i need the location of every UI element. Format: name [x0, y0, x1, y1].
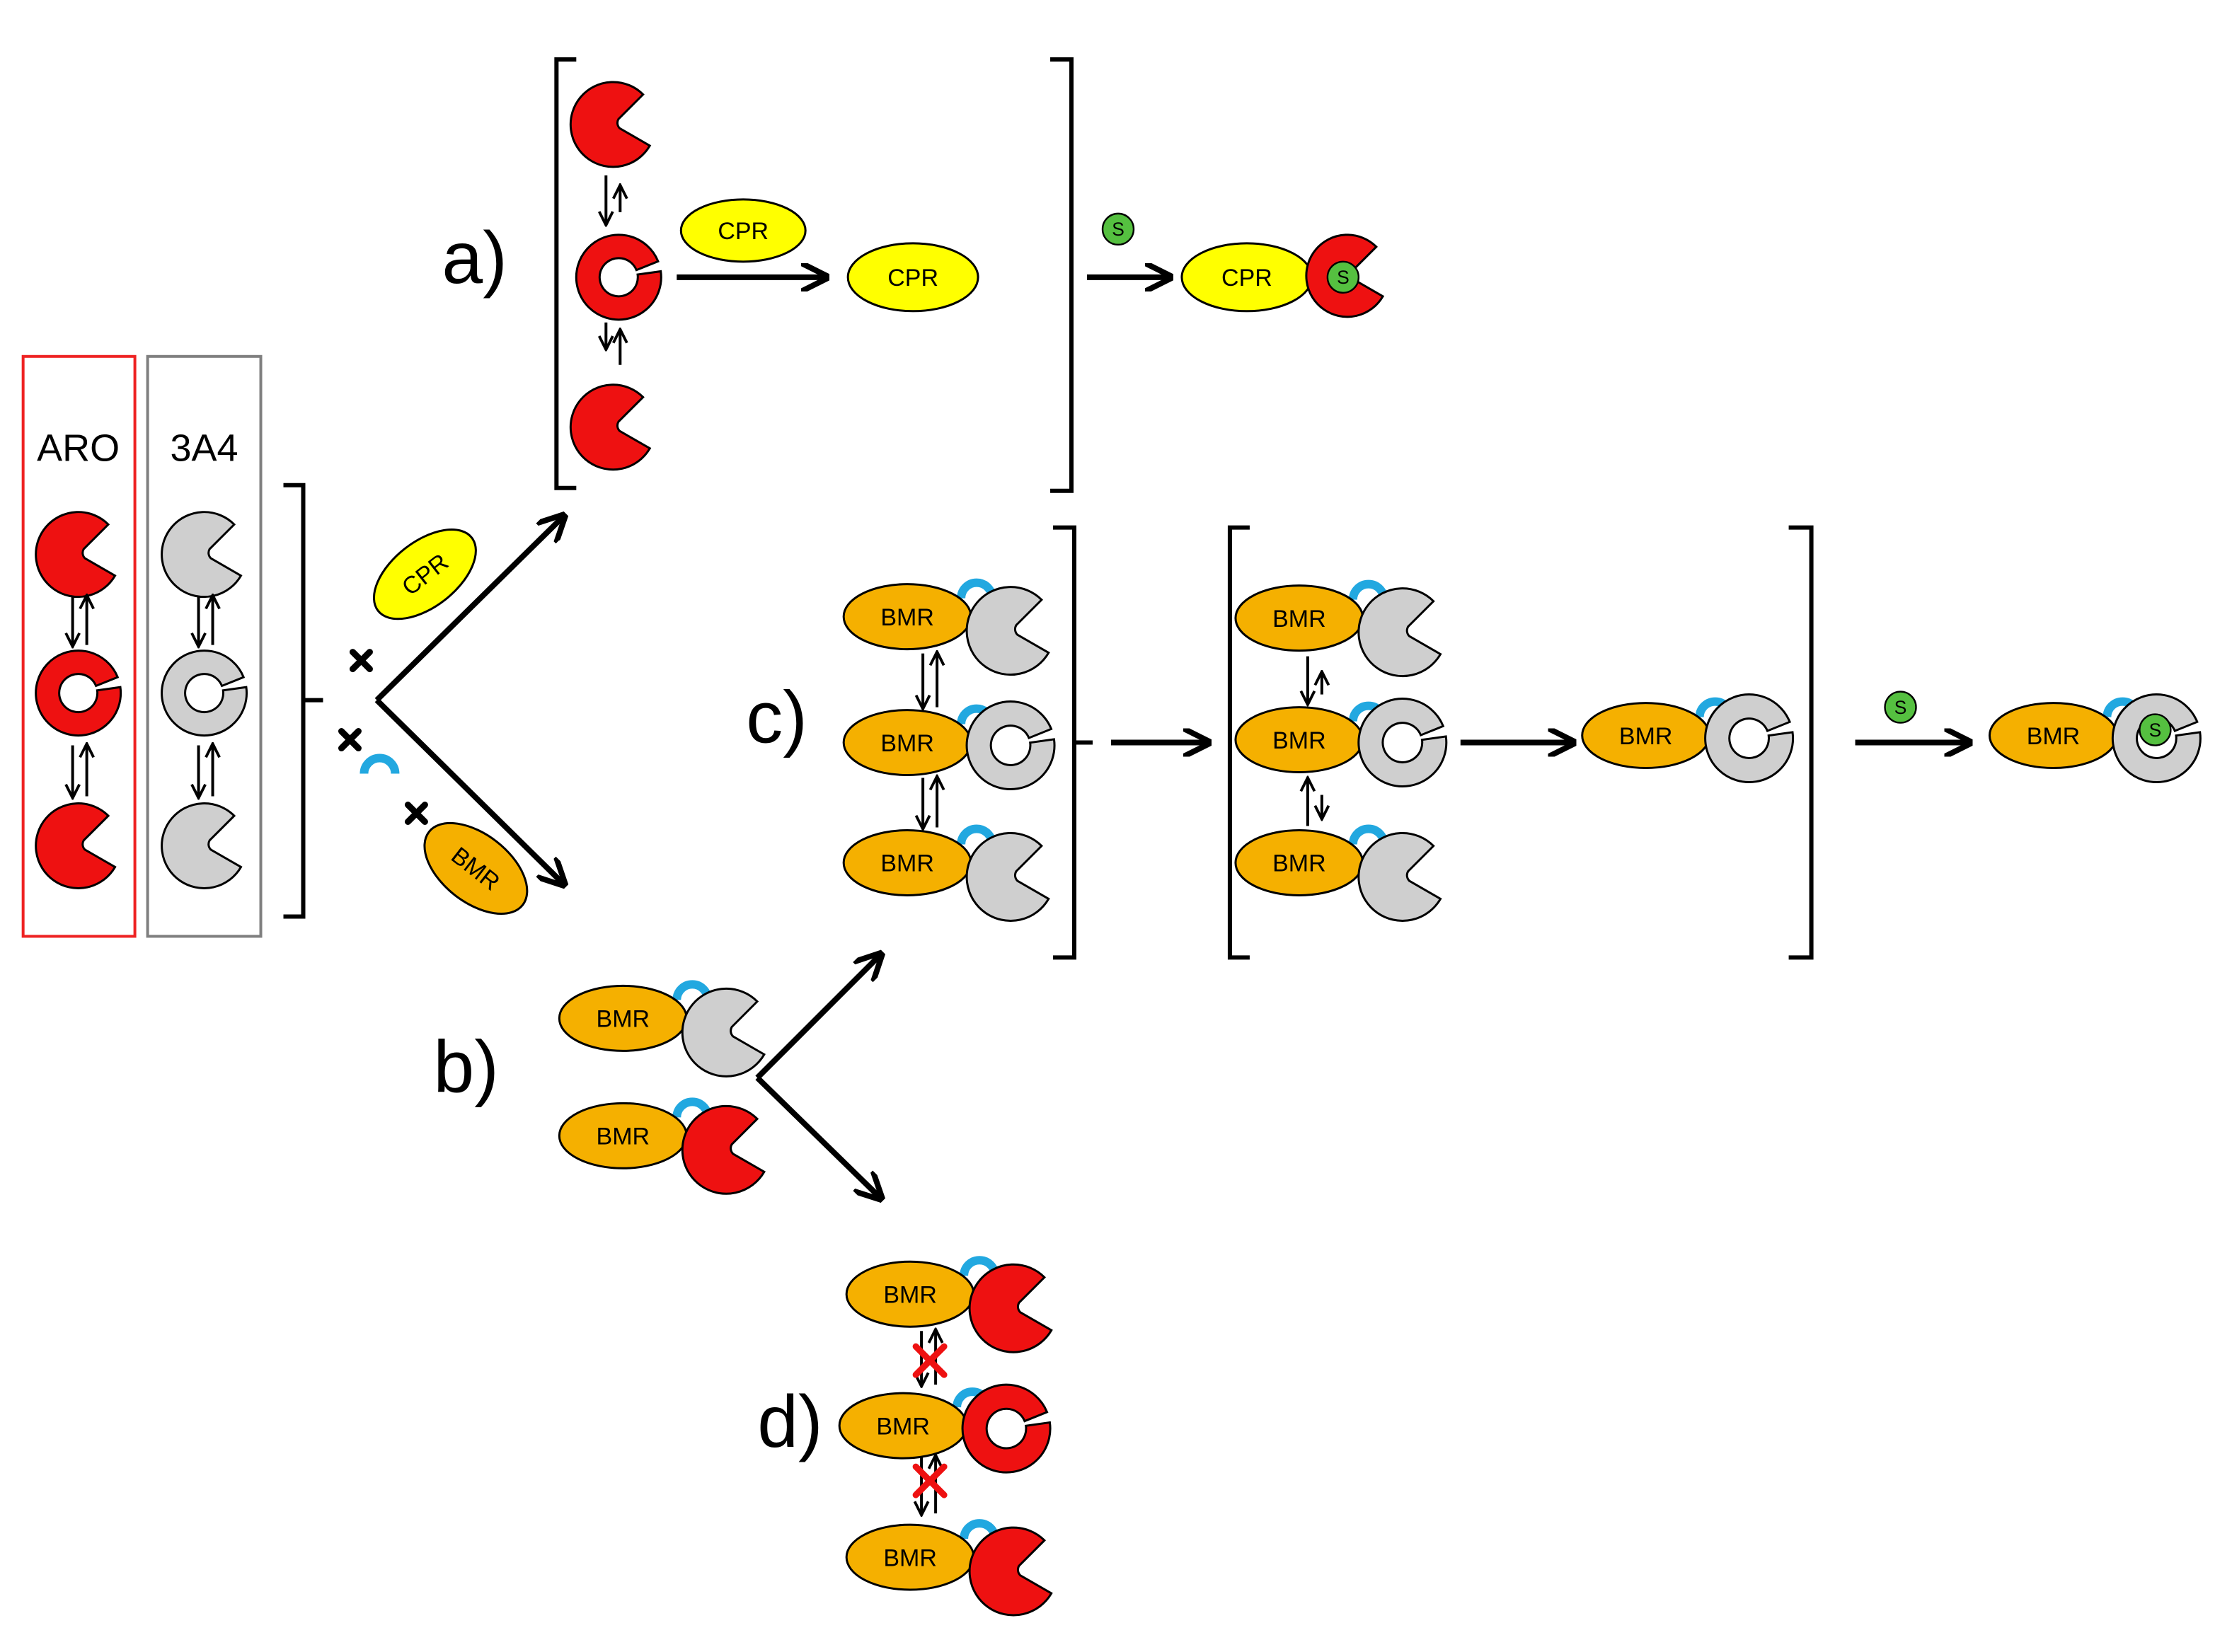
- c1-complex-bottom-p450: [965, 832, 1050, 922]
- c2-complex-bottom-p450: [1357, 832, 1442, 922]
- a-substrate-free-label: S: [1112, 219, 1124, 240]
- a-substrate-free: [1101, 212, 1135, 246]
- label-b: b): [433, 1026, 498, 1108]
- cyp3a4-equilibrium-bottom: [199, 746, 213, 797]
- c-product-substrate-label: S: [2149, 720, 2162, 741]
- a-product-substrate: [1326, 260, 1360, 294]
- main-arrows: [374, 277, 1967, 1196]
- cpr-on-arrow: CPR: [372, 528, 477, 620]
- aro-equilibrium-bottom: [73, 746, 87, 797]
- cyp3a4-equilibrium-top: [199, 597, 213, 645]
- bracket-c-second-right: [1788, 525, 1814, 960]
- c2-complex-bottom-bmr-label: BMR: [1272, 850, 1325, 877]
- bracket-c-second-left: [1227, 525, 1250, 960]
- left-bracket: [283, 483, 323, 919]
- bracket-c-first-right: [1053, 525, 1093, 960]
- c2-complex-closed-p450: [1357, 698, 1448, 787]
- c2-complex-closed-bmr-label: BMR: [1272, 727, 1325, 754]
- label-a: a): [442, 217, 507, 299]
- cyp3a4-legend-label: 3A4: [171, 427, 238, 470]
- legend-shapes: [35, 511, 248, 889]
- c1-complex-bottom-bmr-label: BMR: [880, 850, 933, 877]
- arrow-to-b: [374, 698, 562, 883]
- b-complex-3a4-p450: [681, 987, 766, 1078]
- c-substrate-free: [1884, 691, 1917, 724]
- cross-marks: [338, 649, 428, 826]
- d-blocked-crosses: [912, 1343, 948, 1498]
- a-cpr-approach: [679, 198, 807, 263]
- c2-equilibrium: [1308, 656, 1322, 826]
- c1-complex-closed-bmr-label: BMR: [880, 730, 933, 757]
- bracket-a-left: [554, 57, 577, 490]
- d-complex-closed-bmr-label: BMR: [876, 1413, 929, 1440]
- d-complex-top-p450: [968, 1263, 1053, 1353]
- a-cpr-approach-label: CPR: [718, 218, 769, 245]
- a-aro-open-top: [569, 81, 652, 168]
- arrow-b-to-d: [755, 1075, 879, 1196]
- aro-equilibrium-top: [73, 597, 87, 645]
- a-cpr-released: [846, 242, 979, 313]
- c1-complex-top-bmr-label: BMR: [880, 604, 933, 631]
- linker-fragment: [359, 753, 400, 774]
- arrow-b-to-c: [755, 956, 879, 1080]
- c-product-complex-p450: [2111, 693, 2202, 783]
- aro-open-top-icon: [35, 511, 117, 599]
- cross-mark-top: [349, 649, 373, 673]
- equilibrium-a: [606, 175, 620, 365]
- c1-equilibrium-top: [923, 654, 937, 707]
- arrow-to-a: [374, 518, 562, 703]
- cyp3a4-open-top-icon: [161, 511, 243, 599]
- a-cpr-released-label: CPR: [887, 265, 938, 291]
- d-complex-closed-p450: [961, 1383, 1052, 1474]
- aro-legend-label: ARO: [37, 427, 120, 470]
- c2-complex-top-p450: [1357, 587, 1442, 678]
- b-complex-3a4-bmr-label: BMR: [597, 1006, 650, 1033]
- c3-complex-selected-bmr-label: BMR: [1619, 723, 1672, 750]
- aro-open-bottom-icon: [35, 802, 117, 889]
- c-product-complex-bmr-label: BMR: [2027, 723, 2080, 750]
- c1-equilibrium-bottom: [923, 778, 937, 828]
- label-c: c): [746, 677, 807, 759]
- protein-shapes: CPR CPR S CPR S BMR BMR BMR BMR BMR BMR BMR BMR BMR S B…: [558, 81, 2202, 1617]
- aro-legend-box: [21, 354, 137, 938]
- cross-mark-left: [338, 728, 362, 752]
- label-d: d): [757, 1381, 822, 1463]
- cross-mark-right: [404, 802, 428, 826]
- bracket-a-right: [1050, 57, 1074, 493]
- a-aro-open-bottom: [569, 383, 652, 471]
- c-product-substrate: [2139, 713, 2172, 746]
- cyp3a4-legend-box: [146, 354, 263, 938]
- d-complex-bottom-p450: [968, 1526, 1053, 1617]
- d-complex-bottom-bmr-label: BMR: [883, 1544, 936, 1571]
- a-product-cpr-label: CPR: [1221, 265, 1272, 291]
- c3-complex-selected-p450: [1704, 693, 1795, 783]
- c1-complex-closed-p450: [965, 700, 1056, 790]
- b-complex-aro-p450: [681, 1104, 766, 1195]
- c-substrate-free-label: S: [1894, 697, 1907, 718]
- aro-closed-icon: [35, 649, 122, 737]
- a-product-substrate-label: S: [1337, 267, 1350, 288]
- c2-complex-top-bmr-label: BMR: [1272, 606, 1325, 633]
- d-complex-top-bmr-label: BMR: [883, 1281, 936, 1308]
- cyp3a4-open-bottom-icon: [161, 802, 243, 889]
- c1-complex-top-p450: [965, 586, 1050, 676]
- cyp3a4-closed-icon: [161, 649, 248, 737]
- b-complex-aro-bmr-label: BMR: [597, 1124, 650, 1150]
- a-aro-closed: [575, 233, 662, 321]
- bmr-on-arrow: BMR: [423, 821, 529, 915]
